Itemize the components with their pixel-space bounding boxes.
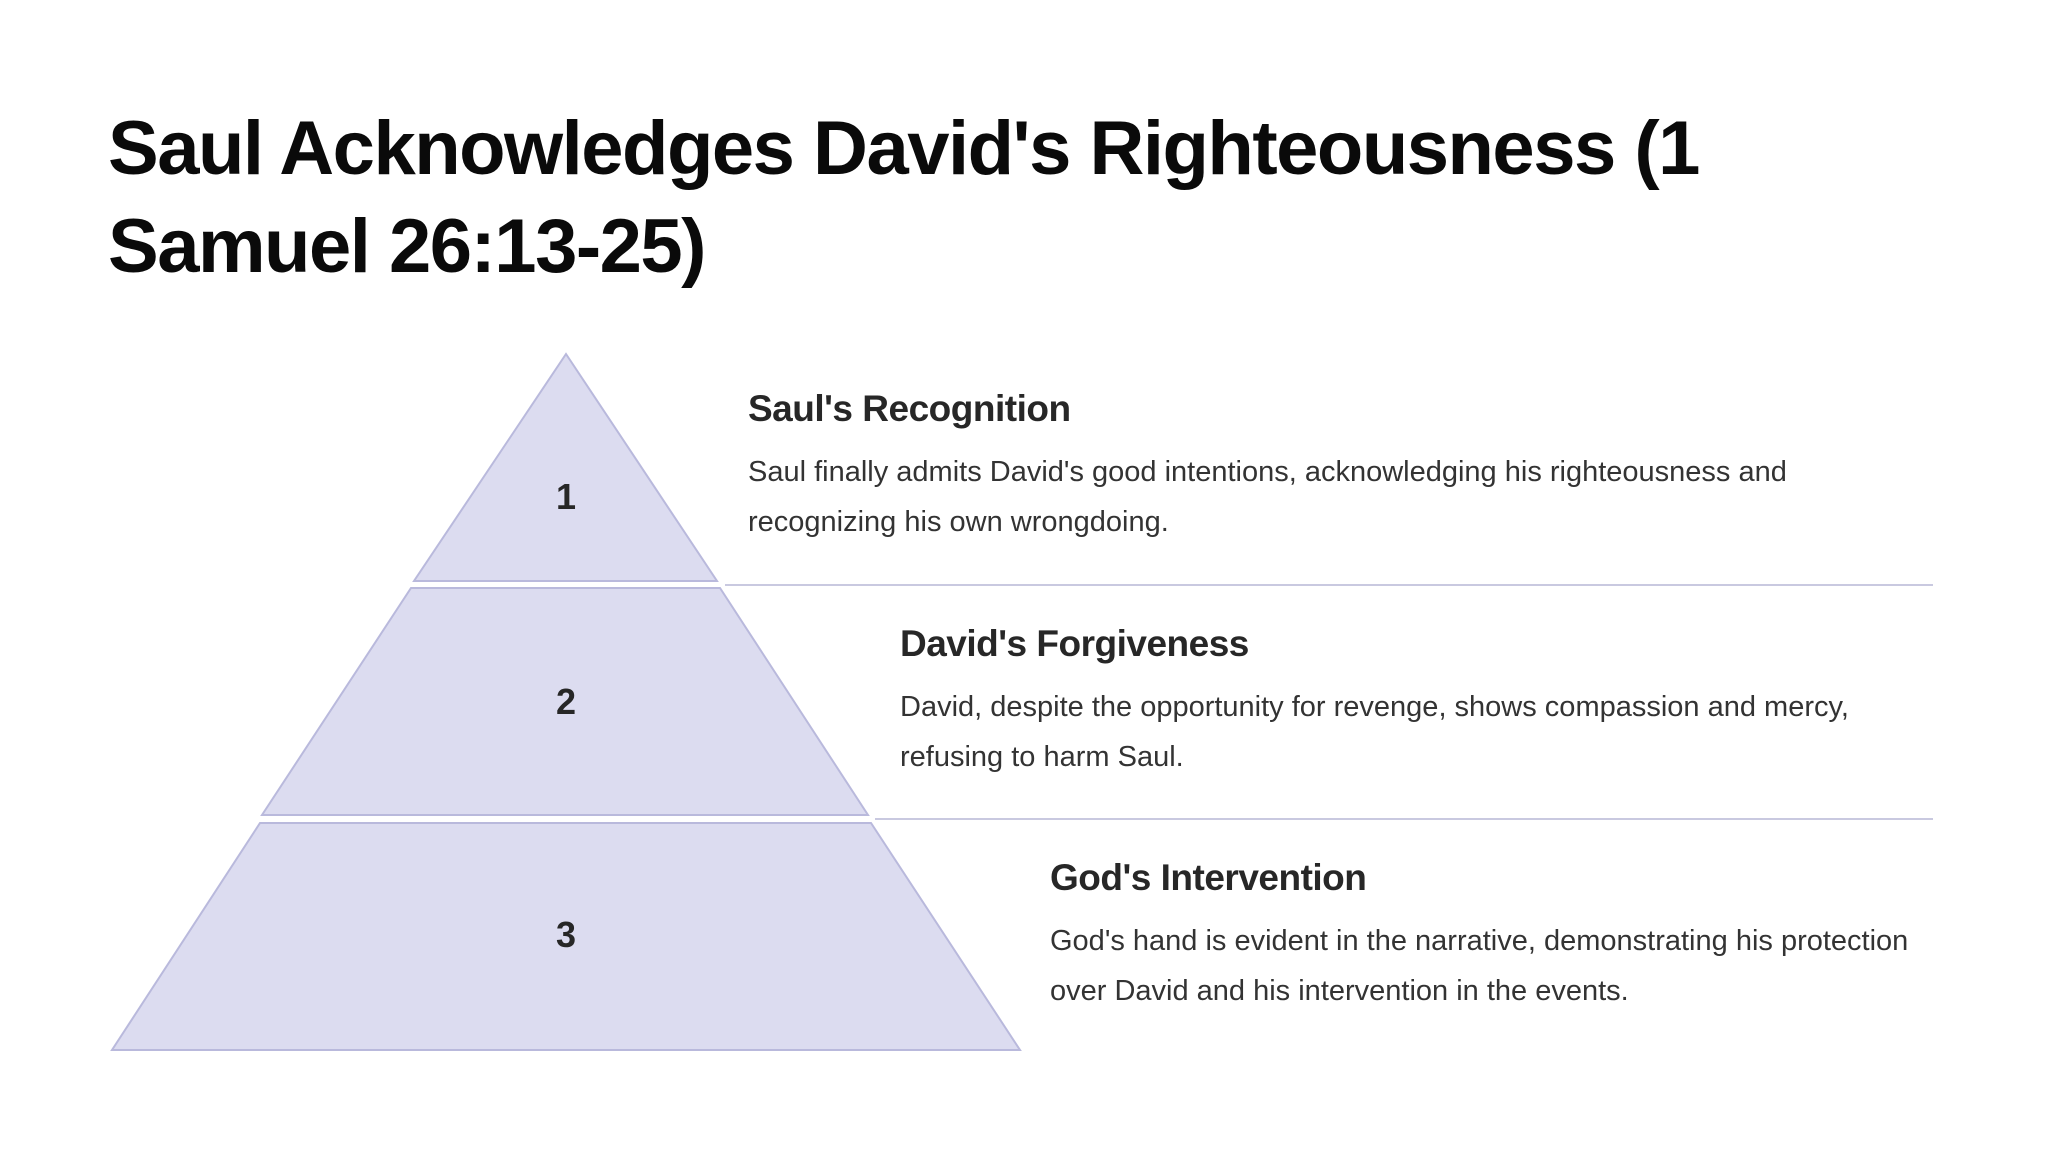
tier-text: David, despite the opportunity for reven…: [900, 691, 1849, 773]
page-title: Saul Acknowledges David's Righteousness …: [108, 106, 1700, 289]
tier-heading: David's Forgiveness: [900, 623, 1249, 664]
pyramid-tier-1: [412, 352, 719, 582]
tier-number-2: 2: [555, 681, 577, 722]
tier-text: God's hand is evident in the narrative, …: [1050, 925, 1909, 1007]
tier-number-3: 3: [555, 914, 577, 955]
tier-text: Saul finally admits David's good intenti…: [748, 456, 1787, 538]
pyramid-tier-2: [260, 587, 870, 816]
divider: [725, 584, 1933, 586]
pyramid-tier-3: [110, 822, 1022, 1051]
tier-heading: God's Intervention: [1050, 857, 1367, 898]
tier-description-3: God's Intervention God's hand is evident…: [1050, 854, 1910, 1016]
divider: [875, 818, 1933, 820]
tier-description-1: Saul's Recognition Saul finally admits D…: [748, 385, 1928, 547]
tier-number-1: 1: [555, 476, 577, 517]
tier-description-2: David's Forgiveness David, despite the o…: [900, 620, 1900, 782]
tier-heading: Saul's Recognition: [748, 388, 1071, 429]
